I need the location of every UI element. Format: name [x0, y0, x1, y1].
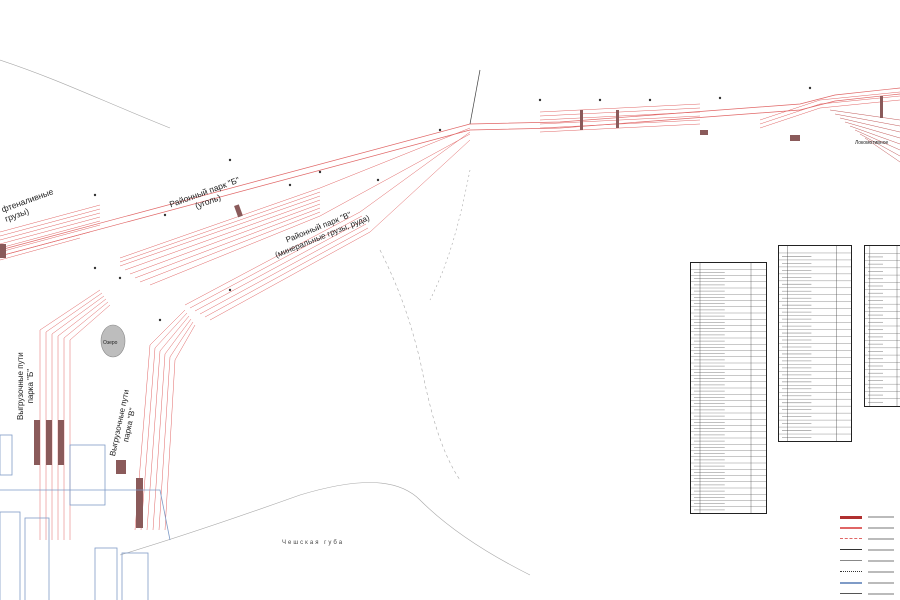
legend-symbol: [840, 538, 862, 539]
legend-text-placeholder: [868, 593, 894, 595]
park-b-tracks: [119, 127, 471, 286]
unloading-b-platforms: [34, 420, 64, 465]
depot-label: Локомотивное: [855, 140, 889, 146]
legend-text-placeholder: [868, 549, 894, 551]
reference-table: [778, 245, 852, 442]
park-v-tracks: [184, 131, 471, 321]
legend-item: [838, 512, 898, 523]
unloading-v-platforms: [116, 460, 143, 528]
legend: [838, 512, 898, 600]
reference-table: [690, 262, 767, 514]
signal-markers: [93, 86, 812, 322]
legend-item: [838, 523, 898, 534]
legend-symbol: [840, 560, 862, 561]
lake-label: Озеро: [103, 340, 118, 346]
legend-text-placeholder: [868, 582, 894, 584]
unloading-v-tracks: [134, 309, 196, 531]
legend-item: [838, 534, 898, 545]
park-a-platform: [0, 244, 6, 258]
unloading-b-label-line1: Выгрузочные пути: [16, 352, 25, 420]
reference-table: [864, 245, 900, 407]
legend-item: [838, 578, 898, 589]
legend-symbol: [840, 516, 862, 519]
legend-symbol: [840, 571, 862, 572]
unloading-b-tracks: [39, 289, 111, 540]
main-line: [0, 69, 900, 257]
legend-symbol: [840, 593, 862, 594]
park-a-tracks: [0, 204, 101, 261]
legend-symbol: [840, 582, 862, 584]
legend-item: [838, 545, 898, 556]
legend-text-placeholder: [868, 571, 894, 573]
terrain-lines: [0, 59, 531, 576]
legend-item: [838, 567, 898, 578]
legend-item: [838, 589, 898, 600]
park-b-platform: [234, 204, 243, 218]
unloading-b-label: Выгрузочные пути парка "Б": [16, 352, 36, 420]
legend-symbol: [840, 527, 862, 529]
unloading-b-label-line2: парка "Б": [26, 368, 35, 404]
legend-text-placeholder: [868, 560, 894, 562]
legend-text-placeholder: [868, 527, 894, 529]
legend-text-placeholder: [868, 538, 894, 540]
lake-shape: [100, 324, 126, 358]
east-hatched-area: [829, 109, 900, 163]
legend-symbol: [840, 549, 862, 550]
unloading-buildings: [0, 434, 171, 600]
legend-item: [838, 556, 898, 567]
east-park-tracks: [539, 91, 900, 133]
river-label: Чешская губа: [282, 540, 345, 546]
legend-text-placeholder: [868, 516, 894, 518]
east-platforms: [580, 96, 883, 141]
